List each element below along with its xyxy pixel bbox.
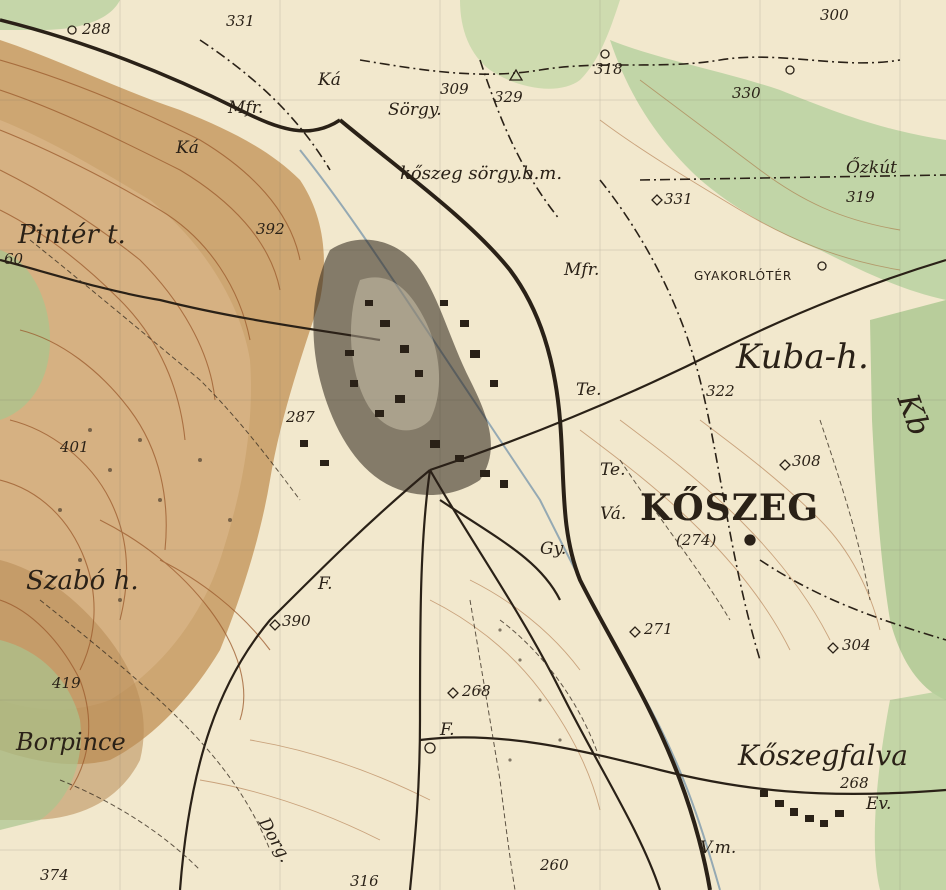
- elevation-271: 271: [644, 620, 673, 638]
- contours-west: [0, 59, 301, 791]
- elevation-319: 319: [846, 188, 875, 206]
- elevation-419: 419: [52, 674, 81, 692]
- elevation-331-east: 331: [664, 190, 693, 208]
- label-mfr-west: Mfr.: [228, 98, 264, 118]
- label-kuba: Kuba-h.: [736, 337, 869, 377]
- elevation-268-east: 268: [840, 774, 869, 792]
- elevation-322: 322: [706, 382, 735, 400]
- forest-east: [870, 300, 946, 700]
- label-te-south: Te.: [600, 460, 626, 480]
- elevation-304: 304: [842, 636, 871, 654]
- survey-markers: [67, 25, 839, 754]
- label-pintery: Pintér t.: [18, 220, 126, 250]
- elevation-318: 318: [594, 60, 623, 78]
- label-town-koszeg: KŐSZEG: [640, 487, 820, 529]
- elevation-300: 300: [820, 6, 849, 24]
- elevation-287: 287: [286, 408, 315, 426]
- elevation-260: 260: [540, 856, 569, 874]
- elevation-268-west: 268: [462, 682, 491, 700]
- forest-northwest: [0, 0, 120, 30]
- contours-east: [199, 79, 901, 841]
- label-gy: Gy.: [540, 539, 567, 559]
- boundaries: [199, 39, 946, 661]
- label-ka-west: Ká: [176, 138, 199, 158]
- label-town-elevation: (274): [676, 531, 717, 549]
- label-f-west: F.: [318, 574, 333, 594]
- label-borpince: Borpince: [16, 728, 126, 756]
- label-sorgy: Sörgy.: [388, 100, 442, 120]
- elevation-316: 316: [350, 872, 379, 890]
- forest-southwest: [0, 640, 81, 830]
- roads-main: [0, 258, 946, 890]
- elevation-288: 288: [82, 20, 111, 38]
- elevation-309: 309: [440, 80, 469, 98]
- railway-north: [0, 18, 341, 133]
- town-area: [300, 239, 508, 495]
- paths-dashed: [29, 239, 871, 890]
- village-koszegfalva: [760, 790, 844, 827]
- label-vm: V.m.: [700, 838, 737, 858]
- label-sorgy-bm: kőszeg sörgy.b.m.: [400, 163, 563, 184]
- label-koszegfalva: Kőszegfalva: [738, 739, 908, 772]
- label-gyakorloter: GYAKORLÓTÉR: [694, 269, 793, 283]
- label-szabo: Szabó h.: [26, 566, 139, 596]
- label-ozkut: Őzkút: [846, 158, 897, 178]
- forest-northeast: [610, 40, 946, 300]
- label-ka-north: Ká: [318, 70, 341, 90]
- railway-line: [338, 118, 712, 890]
- elevation-390: 390: [282, 612, 311, 630]
- elevation-392: 392: [256, 220, 285, 238]
- label-te-north: Te.: [576, 380, 602, 400]
- elevation-401: 401: [60, 438, 89, 456]
- elevation-308: 308: [792, 452, 821, 470]
- forest-west: [0, 250, 50, 420]
- elevation-374: 374: [40, 866, 69, 884]
- label-ev: Ev.: [866, 794, 892, 814]
- label-f-south: F.: [440, 720, 455, 740]
- label-va: Vá.: [600, 504, 627, 524]
- elevation-331-north: 331: [226, 12, 255, 30]
- elevation-330: 330: [732, 84, 761, 102]
- elevation-329: 329: [494, 88, 523, 106]
- hill-area-west-light: [0, 120, 251, 710]
- vineyard-dots: [58, 428, 562, 762]
- forest-southeast: [874, 690, 946, 890]
- elevation-60: 60: [4, 250, 24, 268]
- label-mfr-east: Mfr.: [564, 260, 600, 280]
